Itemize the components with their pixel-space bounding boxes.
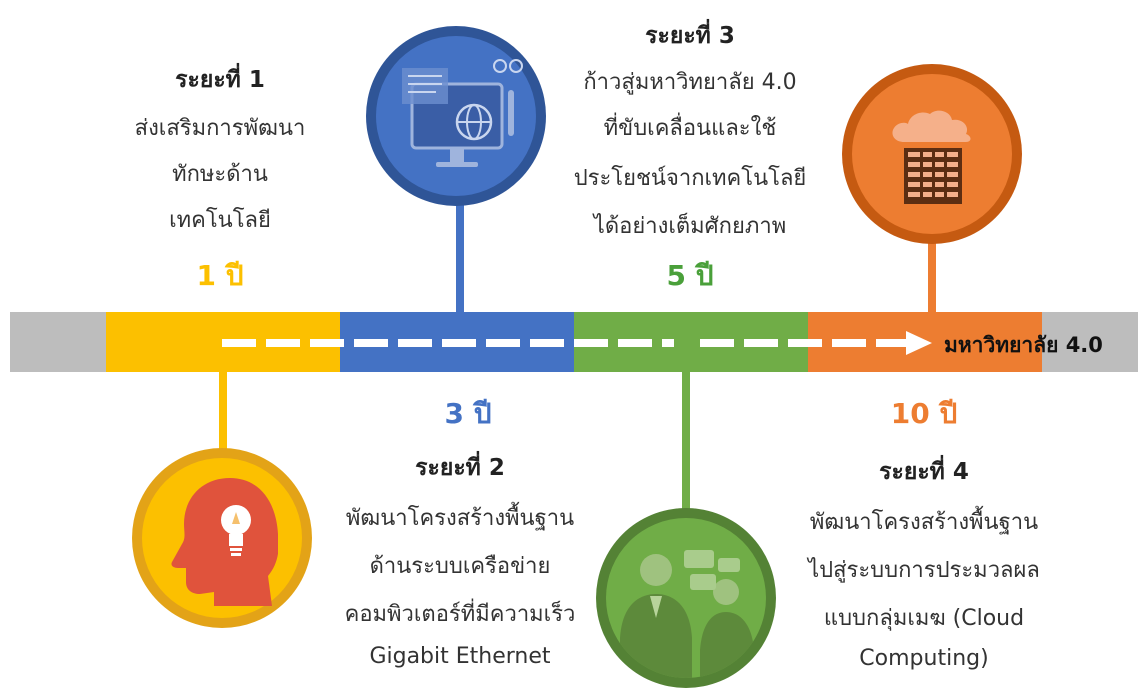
end-label: มหาวิทยาลัย 4.0 <box>944 333 1103 357</box>
stage3-connector <box>682 372 690 534</box>
stage1-line-2: ทักษะด้าน <box>172 162 268 187</box>
cloud-server-icon <box>892 110 971 204</box>
arrow-head-icon <box>906 331 932 355</box>
stage3-line-1: ก้าวสู่มหาวิทยาลัย 4.0 <box>583 70 797 95</box>
stage3-line-3: ประโยชน์จากเทคโนโลยี <box>573 166 807 191</box>
stage2-duration: 3 ปี <box>444 397 492 430</box>
stage4-line-4: Computing) <box>859 646 989 671</box>
stage3-line-4: ได้อย่างเต็มศักยภาพ <box>593 214 787 239</box>
stage2-line-2: ด้านระบบเครือข่าย <box>369 554 551 579</box>
stage3-title: ระยะที่ 3 <box>645 23 735 49</box>
computer-network-icon <box>402 59 523 167</box>
stage1-title: ระยะที่ 1 <box>175 67 265 93</box>
stage1-circle <box>132 448 312 628</box>
timeline-segment-end <box>1042 312 1138 372</box>
stage1-duration: 1 ปี <box>196 259 244 292</box>
stage1-line-1: ส่งเสริมการพัฒนา <box>134 116 306 141</box>
stage4-title: ระยะที่ 4 <box>879 459 969 485</box>
stage1-connector <box>219 372 227 462</box>
stage3-line-2: ที่ขับเคลื่อนและใช้ <box>603 116 777 141</box>
stage4-line-1: พัฒนาโครงสร้างพื้นฐาน <box>809 510 1039 535</box>
head-lightbulb-icon <box>171 478 278 606</box>
timeline-segment-start <box>10 312 106 372</box>
stage2-line-1: พัฒนาโครงสร้างพื้นฐาน <box>345 506 575 531</box>
stage4-connector <box>928 234 936 312</box>
stage4-line-2: ไปสู่ระบบการประมวลผล <box>808 558 1040 583</box>
stage2-title: ระยะที่ 2 <box>415 455 505 481</box>
stage4-duration: 10 ปี <box>890 397 958 430</box>
stage3-circle <box>596 508 776 688</box>
people-chat-icon <box>620 550 754 678</box>
stage1-line-3: เทคโนโลยี <box>169 208 271 233</box>
stage3-duration: 5 ปี <box>666 259 714 292</box>
stage4-circle <box>842 64 1022 244</box>
stage2-line-3: คอมพิวเตอร์ที่มีความเร็ว <box>344 602 576 627</box>
stage4-line-3: แบบกลุ่มเมฆ (Cloud <box>823 606 1025 631</box>
stage2-circle <box>366 26 546 206</box>
stage2-connector <box>456 200 464 312</box>
stage2-line-4: Gigabit Ethernet <box>369 644 551 669</box>
